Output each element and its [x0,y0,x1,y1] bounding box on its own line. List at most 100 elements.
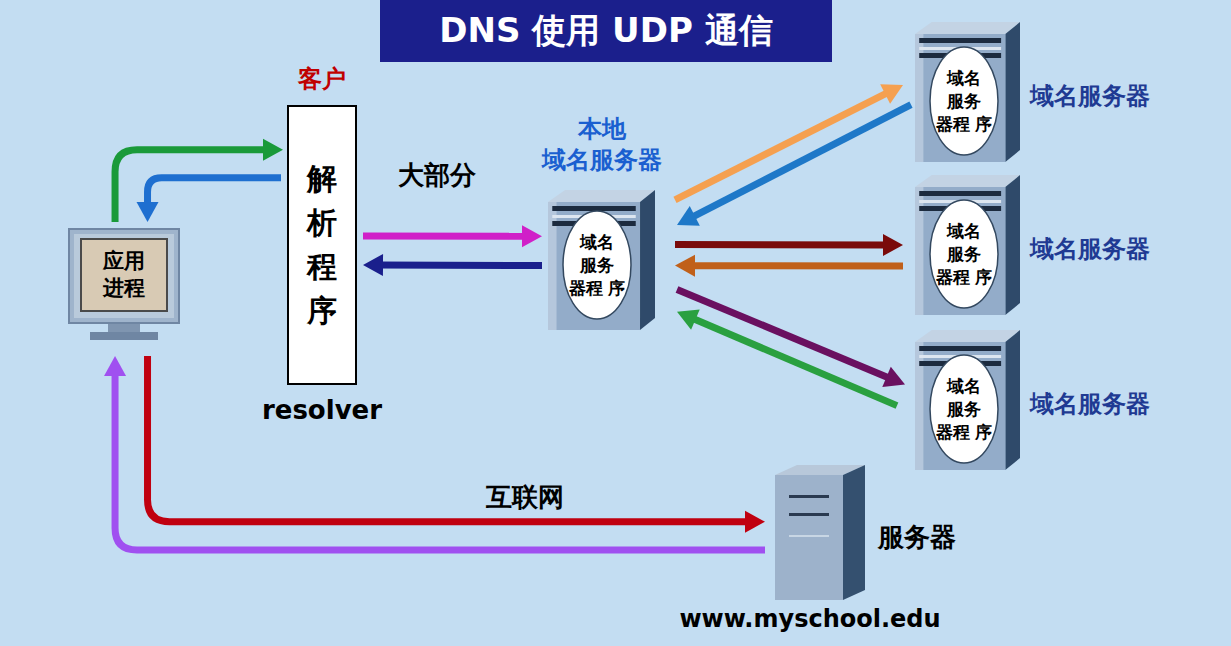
server-front [915,34,1005,162]
server-node: 域名 服务 器程 序 [929,199,999,309]
arrow-head [104,356,126,376]
connector-line [148,178,281,206]
node-text: 服务器 [878,520,956,555]
edge-label: 互联网 [486,480,564,515]
node-text: 域名服务器 [1030,80,1150,112]
node-text: 域名 服务 器程 序 [929,46,999,156]
node-text: 应用 进程 [82,240,166,310]
arrow-head [522,225,542,247]
monitor-screen [74,234,174,318]
connector-line [148,356,749,522]
server-front [775,475,843,600]
server-top [915,22,1020,34]
arrow-head [882,367,905,387]
server-side [1005,330,1020,470]
node-text: www.myschool.edu [650,605,970,633]
connector-arrow [137,178,281,222]
server-top [915,175,1020,187]
screen-box: 应用 进程 [80,238,168,312]
server-front [915,187,1005,315]
arrow-head [883,234,903,256]
server-node: 域名 服务 器程 序 [562,210,632,320]
resolver-outline [288,106,356,384]
connector-arrow [675,84,903,200]
oval-outline [930,355,998,463]
server-stripe [919,346,1001,351]
node-text: 域名服务器 [1030,388,1150,420]
connector-arrow [363,225,542,247]
arrow-head [363,254,383,276]
edge-label: 大部分 [398,158,476,193]
connector-line [675,92,889,200]
oval-outline [930,47,998,155]
connector-arrow [104,356,765,550]
arrow-head [677,310,700,330]
node-text: 域名 服务 器程 序 [929,199,999,309]
connector-arrow [148,356,765,533]
node-text: 域名服务器 [1030,233,1150,265]
title-band: DNS 使用 UDP 通信 [380,0,832,62]
server-node: 域名 服务 器程 序 [929,354,999,464]
connector-line [675,241,887,248]
oval-outline [930,200,998,308]
arrow-head [263,139,283,161]
connector-line [115,150,267,222]
server-side [1005,22,1020,162]
arrow-head [675,255,695,277]
server-front [548,202,640,330]
node-text: 域名 服务 器程 序 [929,354,999,464]
resolver-box [287,105,357,385]
server-node: 域名服务器域名 服务 器程 序 [915,22,1020,162]
monitor-base [90,332,158,340]
title-text: DNS 使用 UDP 通信 [439,8,772,54]
connector-line [677,289,890,378]
server-top [548,190,655,202]
server-slot [789,535,829,537]
oval-outline [563,211,631,319]
resolver-node: 客户解 析 程 序resolver [287,105,357,385]
arrow-head [745,511,765,533]
connector-arrow [677,105,911,226]
connector-arrow [675,234,903,256]
connector-arrow [677,310,897,406]
arrow-head [880,84,903,104]
server-stripe [919,38,1001,43]
app-process-monitor: 应用 进程 [68,228,180,342]
server-side [843,465,865,600]
server-top [915,330,1020,342]
connector-line [363,233,526,240]
server-stripe [919,191,1001,196]
connector-arrow [675,255,903,277]
server-slot [789,495,829,498]
monitor-stand [108,324,140,332]
node-text: 域名 服务 器程 序 [562,210,632,320]
server-front [915,342,1005,470]
connector-line [692,318,897,406]
node-text: 客户 [272,63,372,95]
node-text: 本地 域名服务器 [518,114,686,176]
connector-line [691,262,903,269]
server-side [1005,175,1020,315]
web-server-icon [775,465,865,600]
node-text: resolver [222,395,422,425]
server-side [640,190,655,330]
connector-arrow [677,289,905,387]
connector-line [691,105,911,218]
server-node: 域名 服务 器程 序 [929,46,999,156]
server-slot [789,513,829,516]
connector-line [115,372,765,550]
monitor-frame [69,229,179,323]
server-node: 域名服务器域名 服务 器程 序 [915,175,1020,315]
connector-arrow [115,139,283,222]
connector-line [379,261,542,269]
node-text: 解 析 程 序 [287,105,357,385]
connector-arrow [363,254,542,276]
server-node: 本地 域名服务器域名 服务 器程 序 [548,190,655,330]
arrow-head [137,202,159,222]
arrow-head [677,206,700,226]
server-stripe [552,206,635,211]
server-node: 域名服务器域名 服务 器程 序 [915,330,1020,470]
server-node: 服务器www.myschool.edu [775,465,865,600]
